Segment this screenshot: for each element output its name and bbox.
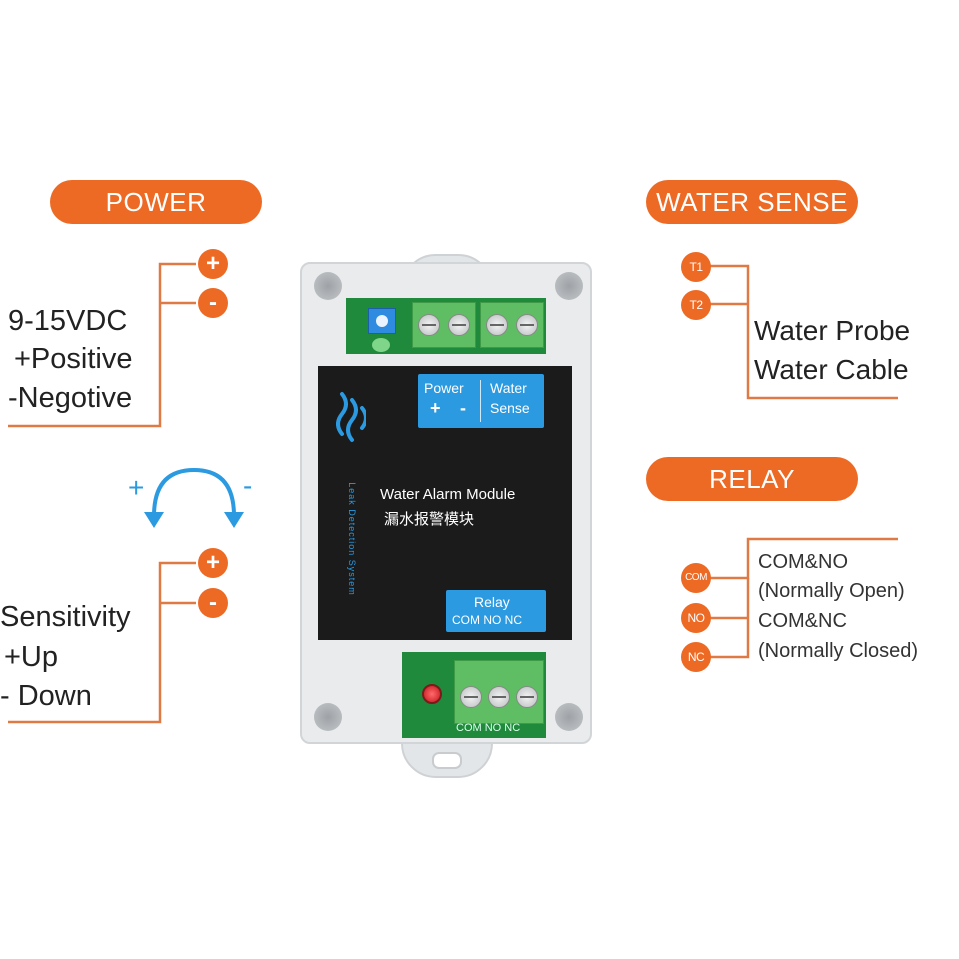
relay-no-terminal-icon: NO (681, 603, 711, 633)
power-positive-label: +Positive (14, 343, 133, 375)
power-terminal-screw-2 (448, 314, 470, 336)
sensitivity-potentiometer-icon (368, 308, 396, 334)
power-plus-terminal-icon: + (198, 249, 228, 279)
adjust-minus-sign: - (243, 470, 253, 501)
sensitivity-up-label: +Up (4, 641, 59, 673)
water-sense-title-pill: WATER SENSE (646, 180, 858, 224)
relay-normally-closed-label: (Normally Closed) (758, 640, 919, 662)
relay-nc-terminal-icon: NC (681, 642, 711, 672)
module-name-chinese: 漏水报警模块 (384, 510, 475, 528)
relay-terminal-screw-nc (516, 686, 538, 708)
power-plus-line (8, 262, 196, 428)
sensitivity-minus-terminal-icon: - (198, 588, 228, 618)
relay-label-block (446, 590, 546, 632)
alarm-led-red (422, 684, 442, 704)
relay-normally-open-label: (Normally Open) (758, 580, 905, 602)
label-relay: Relay (474, 594, 510, 610)
sensitivity-label: Sensitivity (0, 601, 131, 633)
water-wave-logo-icon (336, 392, 366, 442)
corner-screw-top-right (555, 272, 583, 300)
water-sense-title: WATER SENSE (656, 186, 848, 217)
relay-title-pill: RELAY (646, 457, 858, 501)
relay-nc-line (710, 578, 750, 659)
power-minus-terminal-icon: - (198, 288, 228, 318)
sense-terminal-screw-2 (516, 314, 538, 336)
relay-com-terminal-icon: COM (681, 563, 711, 593)
relay-terminal-screw-no (488, 686, 510, 708)
relay-terminal-screw-com (460, 686, 482, 708)
relay-com-line (710, 537, 898, 580)
label-power-plus: + (430, 398, 441, 418)
power-voltage-label: 9-15VDC (8, 305, 128, 337)
corner-screw-bottom-left (314, 703, 342, 731)
power-title: POWER (105, 186, 207, 217)
mounting-hole-bottom (432, 752, 462, 769)
label-sense: Sense (490, 400, 530, 416)
sensitivity-plus-line (8, 561, 196, 724)
adjust-plus-sign: + (128, 472, 145, 503)
adjust-arrow-icon (152, 467, 236, 518)
relay-title: RELAY (709, 463, 795, 494)
power-title-pill: POWER (50, 180, 262, 224)
label-relay-terminals: COM NO NC (452, 613, 522, 627)
water-t1-line (710, 264, 898, 400)
power-terminal-screw-1 (418, 314, 440, 336)
label-divider (480, 380, 481, 422)
relay-com-no-label: COM&NO (758, 551, 848, 573)
status-led-green (372, 338, 390, 352)
power-negative-label: -Negotive (8, 382, 133, 414)
brand-vertical-text: Leak Detection System (347, 482, 357, 596)
sensitivity-plus-terminal-icon: + (198, 548, 228, 578)
bottom-terminal-labels: COM NO NC (456, 722, 521, 734)
corner-screw-bottom-right (555, 703, 583, 731)
label-power-minus: - (460, 398, 466, 418)
corner-screw-top-left (314, 272, 342, 300)
sense-terminal-screw-1 (486, 314, 508, 336)
water-cable-label: Water Cable (754, 354, 909, 385)
relay-com-nc-label: COM&NC (758, 610, 847, 632)
water-t2-terminal-icon: T2 (681, 290, 711, 320)
module-name: Water Alarm Module (380, 486, 516, 503)
water-t1-terminal-icon: T1 (681, 252, 711, 282)
water-probe-label: Water Probe (754, 315, 911, 346)
sensitivity-down-label: - Down (0, 680, 92, 712)
label-power: Power (424, 380, 464, 396)
power-sense-label-block (418, 374, 544, 428)
label-water: Water (490, 380, 527, 396)
